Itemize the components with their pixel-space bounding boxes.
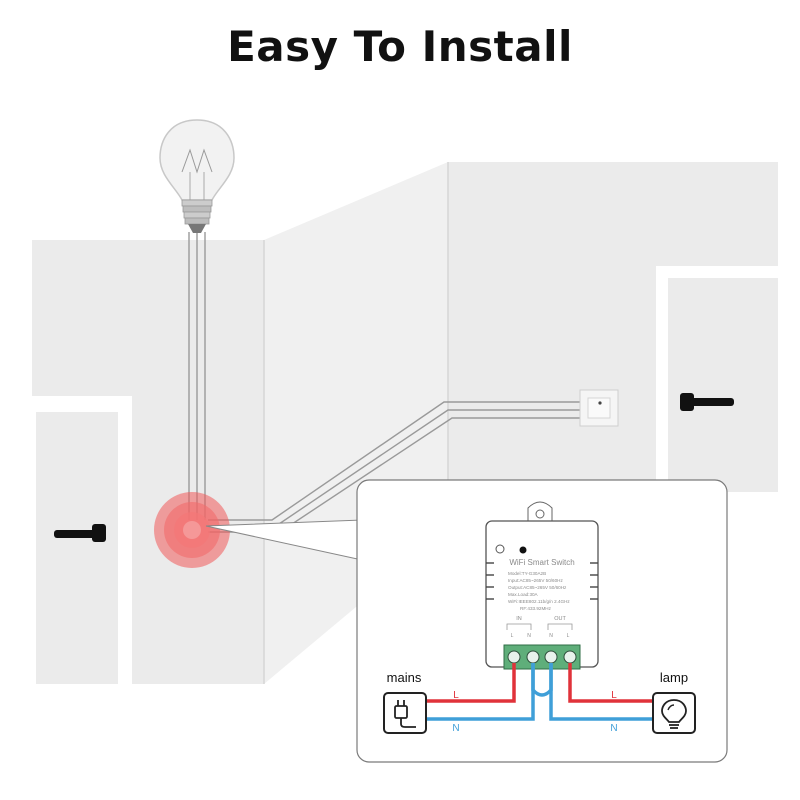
lamp-neutral-wire — [549, 663, 652, 721]
light-bulb-icon — [159, 119, 235, 233]
spec-line: RF:433.92MHz — [520, 606, 552, 611]
lamp-neutral-label: N — [610, 723, 617, 734]
mains-neutral-label: N — [452, 723, 459, 734]
wall-switch-icon — [579, 389, 619, 427]
lamp-live-label: L — [611, 690, 617, 701]
lamp-label: lamp — [660, 670, 688, 685]
spec-line: Model:TY-G30A2B — [508, 571, 546, 576]
terminal-label: L — [567, 633, 570, 639]
mains-label: mains — [387, 670, 422, 685]
left-door — [32, 396, 132, 684]
install-location-pulse — [154, 492, 230, 568]
mains-live-wire — [426, 663, 516, 703]
terminal-label: L — [511, 633, 514, 639]
terminal-label: N — [549, 633, 553, 639]
out-label: OUT — [554, 616, 566, 622]
door-handle-icon — [54, 524, 106, 542]
spec-line: Input:AC85~265V 50/60Hz — [508, 578, 563, 583]
wiring-diagram — [426, 663, 652, 721]
mains-live-label: L — [453, 690, 459, 701]
page-title: Easy To Install — [227, 22, 573, 71]
spec-line: WiFi:IEEE802.11b/g/n 2.4GHz — [508, 599, 570, 604]
in-label: IN — [516, 616, 522, 622]
door-handle-icon — [680, 393, 734, 411]
lamp-live-wire — [568, 663, 652, 703]
right-door — [656, 266, 778, 492]
spec-line: Max.Load:30A — [508, 592, 539, 597]
spec-line: Output:AC85~265V 50/60Hz — [508, 585, 567, 590]
smart-switch-device: WiFi Smart Switch Model:TY-G30A2B Input:… — [485, 501, 599, 670]
terminal-label: N — [527, 633, 531, 639]
device-name: WiFi Smart Switch — [509, 558, 574, 567]
device-spec-lines: Model:TY-G30A2B Input:AC85~265V 50/60Hz … — [508, 571, 570, 611]
lamp-bulb-icon — [652, 692, 696, 734]
power-plug-icon — [383, 692, 427, 734]
